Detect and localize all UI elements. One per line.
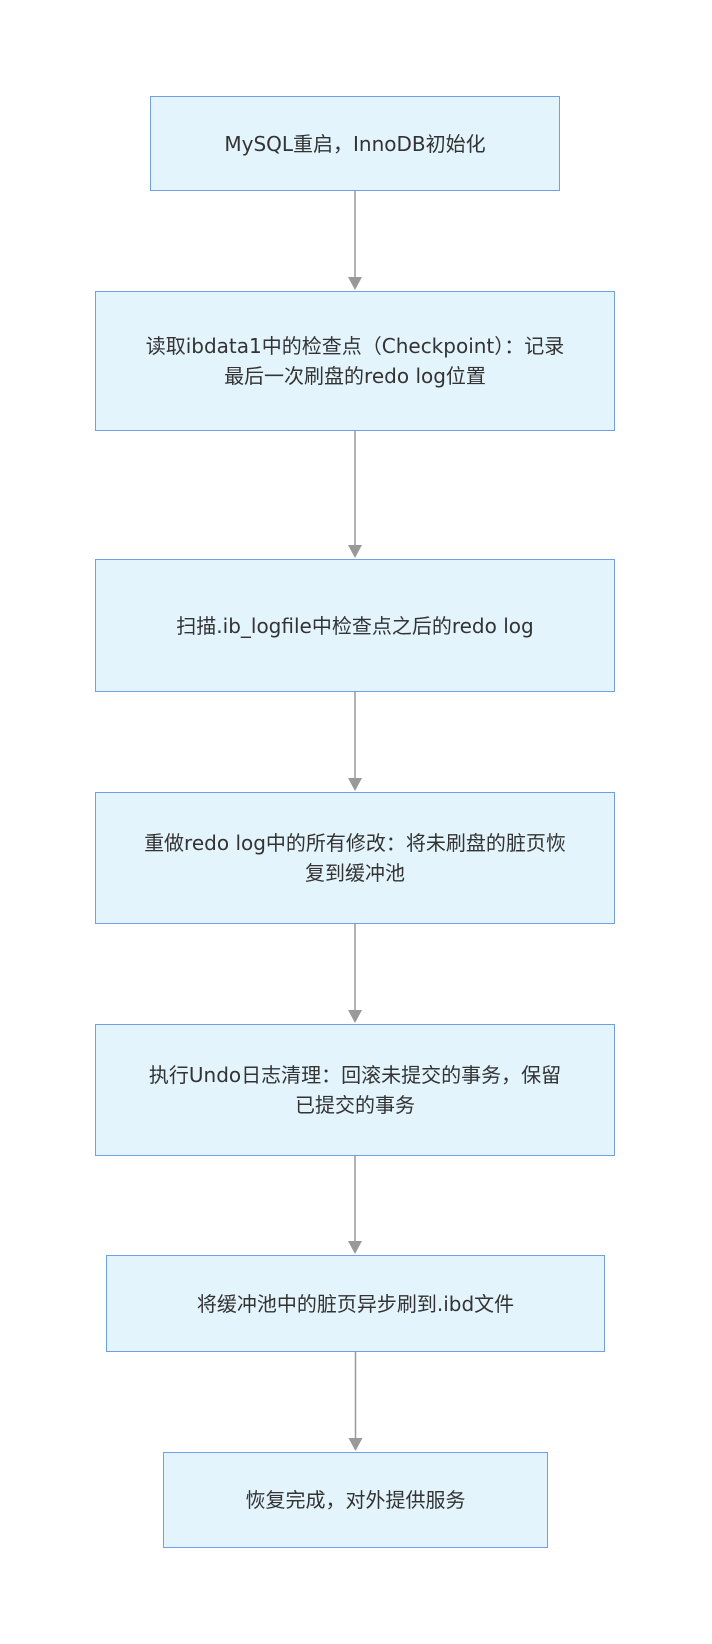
node-label: 读取ibdata1中的检查点（Checkpoint）：记录最后一次刷盘的redo… bbox=[145, 334, 565, 388]
arrowhead-2 bbox=[348, 545, 362, 558]
node-label: 重做redo log中的所有修改：将未刷盘的脏页恢复到缓冲池 bbox=[144, 831, 566, 885]
node-label: 将缓冲池中的脏页异步刷到.ibd文件 bbox=[196, 1291, 515, 1316]
arrowhead-6 bbox=[348, 1438, 363, 1451]
node-flush-dirty-pages: 将缓冲池中的脏页异步刷到.ibd文件 bbox=[106, 1255, 605, 1352]
arrowhead-5 bbox=[348, 1241, 362, 1254]
arrowhead-4 bbox=[348, 1010, 362, 1023]
node-recovery-complete: 恢复完成，对外提供服务 bbox=[163, 1452, 548, 1548]
node-label: 恢复完成，对外提供服务 bbox=[245, 1488, 466, 1512]
arrowhead-1 bbox=[348, 277, 362, 290]
node-read-checkpoint: 读取ibdata1中的检查点（Checkpoint）：记录最后一次刷盘的redo… bbox=[95, 291, 615, 431]
node-scan-logfile: 扫描.ib_logfile中检查点之后的redo log bbox=[95, 559, 615, 692]
arrowhead-3 bbox=[348, 778, 362, 791]
node-label: 执行Undo日志清理：回滚未提交的事务，保留已提交的事务 bbox=[148, 1063, 562, 1117]
node-mysql-restart: MySQL重启，InnoDB初始化 bbox=[150, 96, 560, 191]
node-label: MySQL重启，InnoDB初始化 bbox=[224, 131, 486, 156]
node-redo-modifications: 重做redo log中的所有修改：将未刷盘的脏页恢复到缓冲池 bbox=[95, 792, 615, 924]
node-label: 扫描.ib_logfile中检查点之后的redo log bbox=[176, 613, 534, 638]
node-undo-cleanup: 执行Undo日志清理：回滚未提交的事务，保留已提交的事务 bbox=[95, 1024, 615, 1156]
